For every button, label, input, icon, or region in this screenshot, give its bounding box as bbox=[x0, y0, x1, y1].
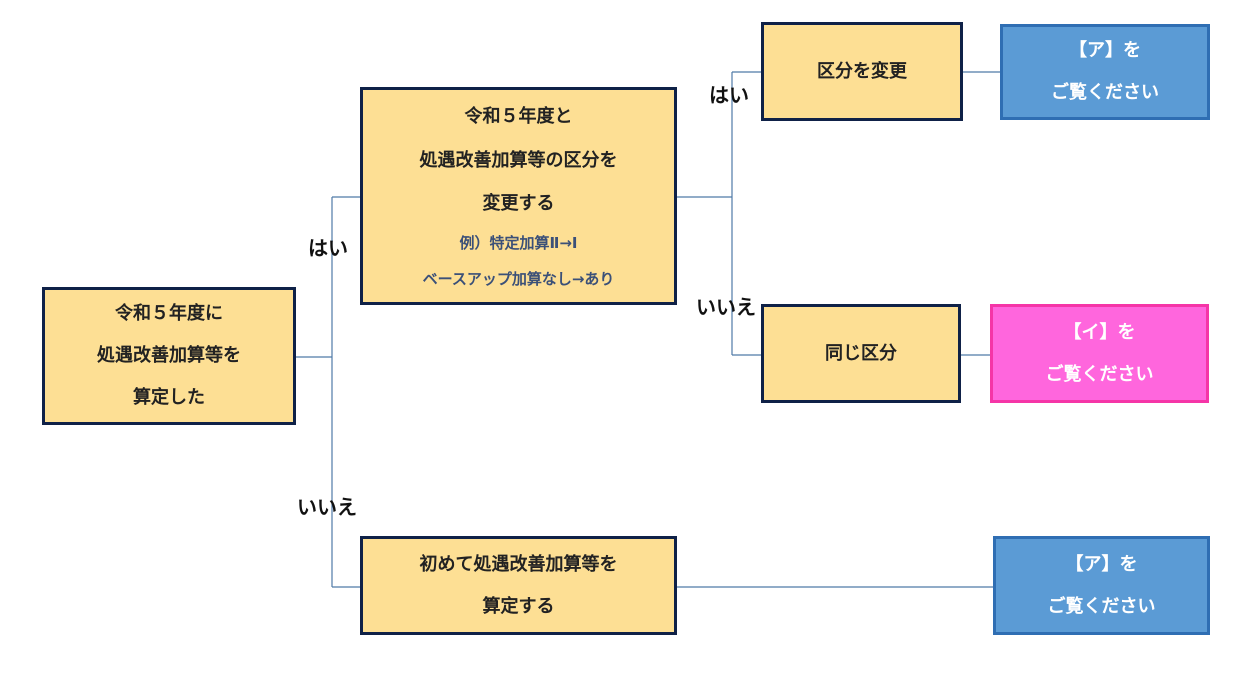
first-time-node-line: 算定する bbox=[482, 595, 555, 617]
result-a-node: 【ア】を ご覧ください bbox=[993, 536, 1210, 635]
result-i-node-line: 【イ】を bbox=[1063, 321, 1136, 343]
same-category-node: 同じ区分 bbox=[761, 304, 961, 403]
start-node-line: 処遇改善加算等を bbox=[97, 345, 241, 366]
first-time-node-line: 初めて処遇改善加算等を bbox=[419, 553, 618, 575]
changed-node-example-line: ベースアップ加算なし→あり bbox=[422, 270, 615, 288]
result-a-node: 【ア】を ご覧ください bbox=[1000, 24, 1210, 120]
edge-label-changed-yes: はい bbox=[709, 83, 749, 107]
start-node-line: 算定した bbox=[133, 387, 205, 408]
change-category-node-line: 区分を変更 bbox=[817, 60, 907, 82]
changed-node-line: 令和５年度と bbox=[464, 106, 573, 127]
edge-label-changed-no: いいえ bbox=[696, 295, 756, 319]
start-node: 令和５年度に 処遇改善加算等を 算定した bbox=[42, 287, 296, 425]
change-category-node: 区分を変更 bbox=[761, 22, 963, 121]
changed-node-line: 処遇改善加算等の区分を bbox=[419, 150, 618, 171]
edge-label-start-no: いいえ bbox=[297, 495, 357, 519]
changed-node-line: 変更する bbox=[482, 193, 555, 214]
result-a-node-line: 【ア】を bbox=[1069, 40, 1141, 61]
same-category-node-line: 同じ区分 bbox=[825, 342, 897, 364]
changed-node-example-line: 例）特定加算Ⅱ→Ⅰ bbox=[459, 234, 578, 252]
start-node-line: 令和５年度に bbox=[115, 303, 223, 324]
result-a-node-line: 【ア】を bbox=[1065, 553, 1138, 575]
changed-category-question-node: 令和５年度と 処遇改善加算等の区分を 変更する 例）特定加算Ⅱ→Ⅰ ベースアップ… bbox=[360, 87, 677, 305]
result-a-node-line: ご覧ください bbox=[1047, 595, 1156, 617]
result-i-node-line: ご覧ください bbox=[1045, 363, 1154, 385]
result-a-node-line: ご覧ください bbox=[1051, 82, 1159, 103]
first-time-node: 初めて処遇改善加算等を 算定する bbox=[360, 536, 677, 635]
result-i-node: 【イ】を ご覧ください bbox=[990, 304, 1209, 403]
edge-label-start-yes: はい bbox=[308, 236, 348, 260]
